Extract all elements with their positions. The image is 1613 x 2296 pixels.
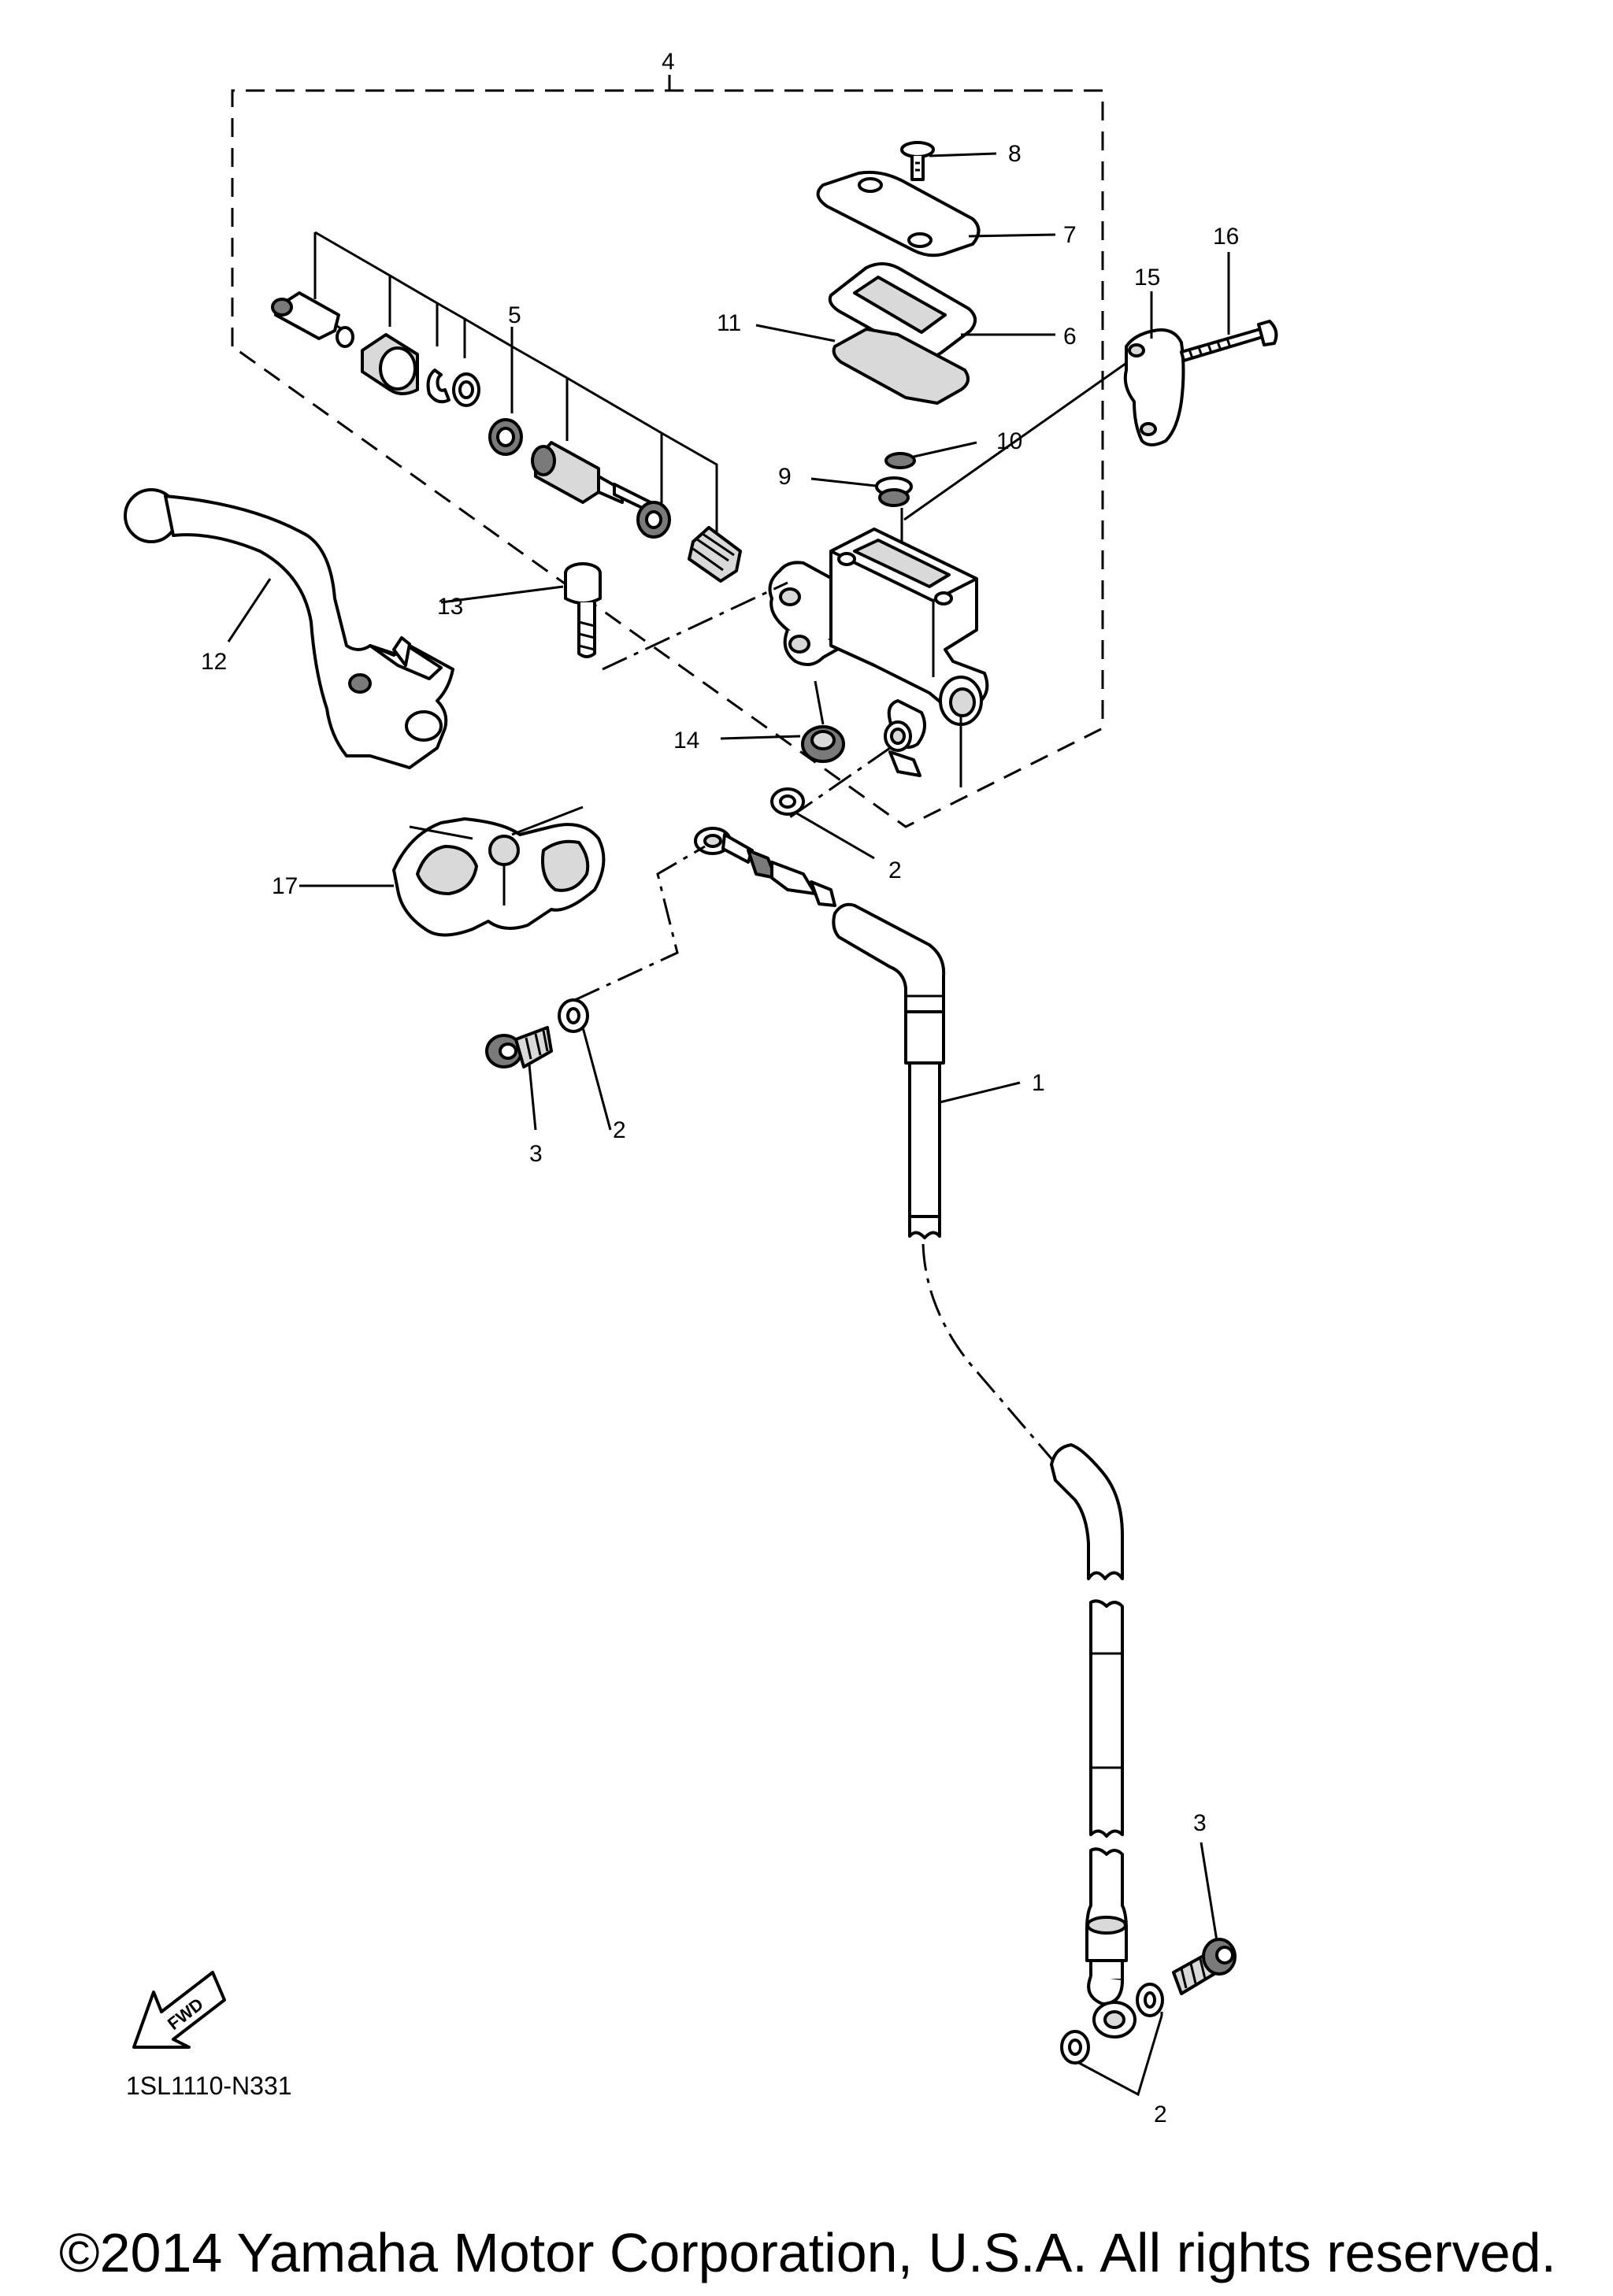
fwd-arrow-icon: FWD	[132, 1971, 226, 2049]
part-3-banjo-bolt-lower	[1060, 1842, 1237, 2097]
callout-14: 14	[673, 728, 699, 754]
callout-2b: 2	[613, 1117, 626, 1143]
part-6-diaphragm-holder	[828, 262, 1055, 358]
part-code: 1SL1110-N331	[126, 2072, 292, 2100]
part-12-lever	[124, 488, 454, 769]
callout-17: 17	[272, 873, 298, 899]
part-17-holder	[299, 805, 606, 937]
part-2-washer-upper	[770, 787, 875, 860]
callout-7: 7	[1063, 222, 1077, 248]
part-13-pivot-bolt	[440, 562, 788, 671]
part-11-diaphragm	[755, 324, 970, 405]
callout-16: 16	[1213, 224, 1239, 250]
callout-8: 8	[1008, 141, 1022, 167]
callout-3b: 3	[1193, 1810, 1207, 1836]
part-16-bolt	[1180, 252, 1278, 362]
master-cylinder-body	[768, 345, 1151, 820]
callout-9: 9	[778, 464, 792, 490]
callout-6: 6	[1063, 324, 1077, 350]
callout-10: 10	[996, 428, 1022, 454]
callout-2c: 2	[1154, 2102, 1167, 2128]
callout-13: 13	[437, 594, 463, 620]
copyright-notice: ©2014 Yamaha Motor Corporation, U.S.A. A…	[59, 2222, 1556, 2283]
callouts: 4 8 7 16 15 5 6 11 10 9 13 12 14 2 17 1 …	[201, 49, 1239, 2128]
callout-2a: 2	[888, 857, 902, 883]
part-1-brake-hose	[694, 827, 1137, 2039]
part-10-circlip	[884, 441, 977, 469]
callout-12: 12	[201, 649, 227, 675]
part-3-banjo-bolt-upper	[485, 845, 706, 1131]
callout-3a: 3	[529, 1141, 543, 1167]
callout-5: 5	[508, 302, 521, 328]
assembly-boundary	[231, 75, 1104, 828]
callout-1: 1	[1032, 1070, 1045, 1096]
part-5-piston-kit	[271, 231, 742, 583]
part-14-collar	[720, 680, 845, 763]
callout-11: 11	[717, 310, 741, 336]
part-8-screw	[900, 141, 997, 181]
callout-4: 4	[662, 49, 675, 75]
part-15-clamp	[1123, 291, 1185, 446]
part-9-grommet	[810, 476, 913, 567]
part-7-reservoir-cap	[816, 170, 1056, 257]
callout-15: 15	[1134, 265, 1160, 291]
